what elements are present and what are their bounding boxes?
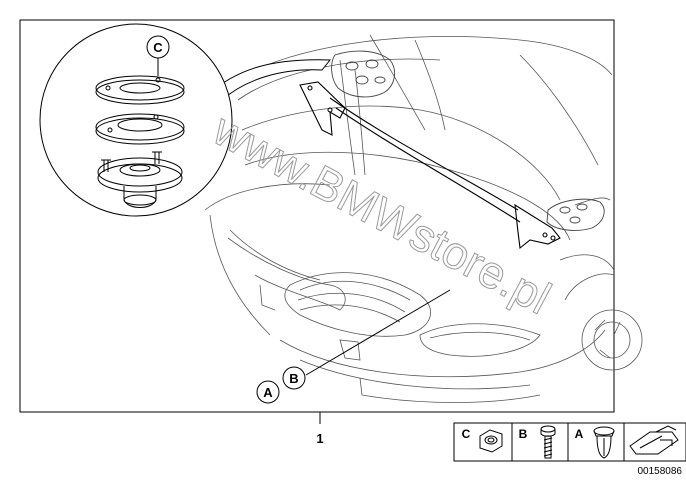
position-number: 1 xyxy=(316,431,323,446)
detail-callout-c-label: C xyxy=(153,40,163,55)
legend-letter-b: B xyxy=(519,427,528,441)
callout-ab-leader xyxy=(305,289,451,376)
arrow-icon xyxy=(629,425,679,455)
expansion-rivet-icon xyxy=(593,426,615,459)
legend-letter-a: A xyxy=(575,427,584,441)
callout-a-label: A xyxy=(263,385,273,400)
callout-a xyxy=(256,380,280,404)
callout-b-label: B xyxy=(289,371,298,386)
strut-brace-bar xyxy=(299,81,561,250)
strut-tower-right xyxy=(546,198,605,231)
mount-washer-middle xyxy=(95,113,185,145)
mount-washer-top xyxy=(95,75,185,105)
screw-icon xyxy=(540,425,556,459)
parts-legend: C B A xyxy=(453,422,686,462)
diagram-id: 00158086 xyxy=(638,466,683,477)
detail-leader xyxy=(207,59,332,101)
legend-letter-c: C xyxy=(462,427,471,441)
mount-base xyxy=(97,151,183,208)
callout-b xyxy=(282,366,306,390)
strut-tower-left xyxy=(331,50,396,98)
car-illustration xyxy=(204,34,643,403)
nut-icon xyxy=(479,429,503,453)
detail-view-circle: C xyxy=(39,23,233,217)
